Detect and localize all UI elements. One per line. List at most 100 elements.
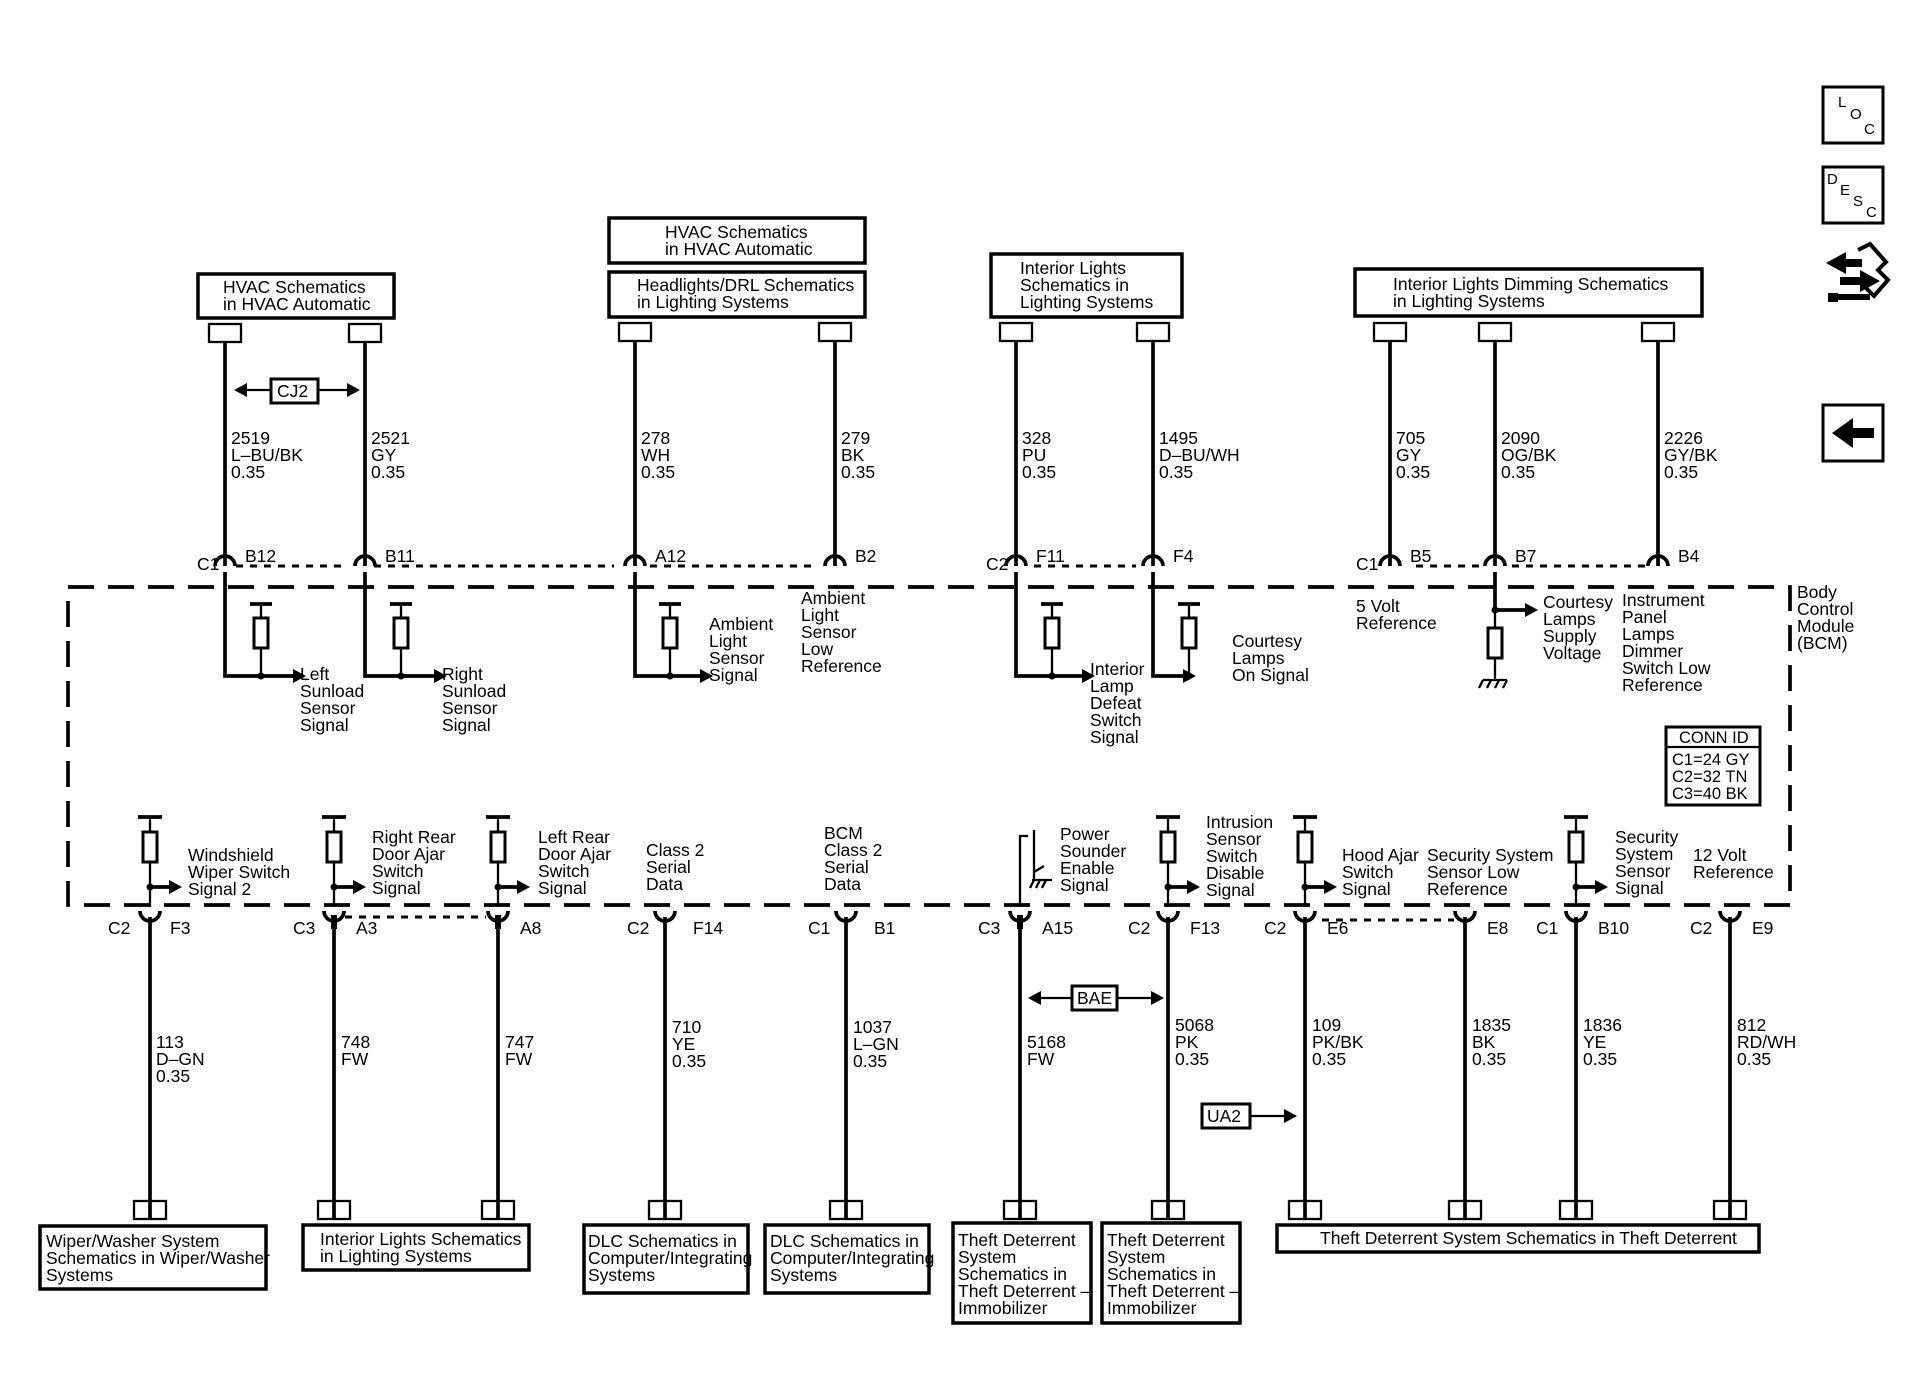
resistor bbox=[392, 616, 410, 650]
back-arrow-button[interactable] bbox=[1821, 403, 1885, 463]
dimming-box[interactable]: Interior Lights Dimming Schematics in Li… bbox=[1353, 267, 1704, 318]
signal-label: Signal bbox=[300, 715, 349, 735]
signal-label: Lamp bbox=[1090, 676, 1134, 696]
signal-label: Courtesy bbox=[1232, 631, 1302, 651]
wire-terminal bbox=[817, 321, 853, 343]
internal-wire bbox=[633, 572, 703, 678]
resistor bbox=[1486, 626, 1504, 660]
internal-wire bbox=[1014, 572, 1085, 678]
signal-label: Class 2 bbox=[824, 840, 882, 860]
junction-dot bbox=[257, 672, 265, 680]
circuit-number: 1836 bbox=[1583, 1015, 1622, 1035]
loc-button[interactable]: L O C bbox=[1821, 85, 1885, 145]
theft-immobilizer-box-1[interactable]: Theft Deterrent System Schematics in The… bbox=[951, 1221, 1093, 1325]
wire-color: GY bbox=[371, 445, 397, 465]
junction-dot bbox=[1301, 883, 1309, 891]
wiper-washer-box[interactable]: Wiper/Washer System Schematics in Wiper/… bbox=[38, 1224, 270, 1291]
wire-terminal bbox=[1640, 321, 1676, 343]
interior-lights-top-box[interactable]: Interior Lights Schematics in Lighting S… bbox=[989, 252, 1184, 319]
dlc-box-2[interactable]: DLC Schematics in Computer/Integrating S… bbox=[763, 1223, 934, 1295]
signal-label: Data bbox=[824, 874, 861, 894]
connector-pin bbox=[213, 554, 237, 567]
svg-text:HVAC Schematics: HVAC Schematics bbox=[223, 277, 366, 297]
svg-text:DLC Schematics in: DLC Schematics in bbox=[770, 1231, 919, 1251]
connector-pin bbox=[1483, 554, 1507, 567]
theft-immobilizer-box-2[interactable]: Theft Deterrent System Schematics in The… bbox=[1100, 1221, 1242, 1325]
pin-label: E8 bbox=[1487, 918, 1508, 938]
pin-label: F3 bbox=[170, 918, 190, 938]
junction-dot bbox=[1185, 672, 1193, 680]
svg-text:in HVAC Automatic: in HVAC Automatic bbox=[223, 294, 371, 314]
signal-label: Sensor bbox=[442, 698, 498, 718]
wire-gauge: 0.35 bbox=[1159, 462, 1193, 482]
signal-label: Signal bbox=[709, 665, 758, 685]
wire-terminal bbox=[480, 1199, 516, 1221]
pin-label: E9 bbox=[1752, 918, 1773, 938]
wire-color: GY/BK bbox=[1664, 445, 1718, 465]
wire-gauge: 0.35 bbox=[641, 462, 675, 482]
circuit-number: 2519 bbox=[231, 428, 270, 448]
desc-letter: C bbox=[1866, 204, 1877, 221]
wire-color: FW bbox=[341, 1049, 369, 1069]
circuit-number: 278 bbox=[641, 428, 670, 448]
hvac-left-box[interactable]: HVAC Schematics in HVAC Automatic bbox=[196, 272, 396, 320]
pin-label: E6 bbox=[1327, 918, 1348, 938]
wire-color: BK bbox=[841, 445, 865, 465]
wire-color: WH bbox=[641, 445, 670, 465]
signal-label: Light bbox=[709, 631, 747, 651]
circuit-number: 710 bbox=[672, 1017, 701, 1037]
signal-label: Windshield bbox=[188, 845, 274, 865]
wire-terminal bbox=[998, 321, 1034, 343]
loc-letter: C bbox=[1864, 121, 1875, 138]
signal-label: Defeat bbox=[1090, 693, 1142, 713]
signal-label: Light bbox=[801, 605, 839, 625]
module-label-line: (BCM) bbox=[1797, 633, 1848, 653]
wire-gauge: 0.35 bbox=[1737, 1049, 1771, 1069]
resistor bbox=[1567, 830, 1585, 864]
connector-pin bbox=[1004, 554, 1028, 567]
signal-label: Supply bbox=[1543, 626, 1597, 646]
wire-color: FW bbox=[505, 1049, 533, 1069]
signal-label: Sensor bbox=[1615, 861, 1671, 881]
wire-terminal bbox=[1447, 1199, 1483, 1221]
bae-tag: BAE bbox=[1028, 984, 1164, 1012]
signal-label: Door Ajar bbox=[372, 844, 445, 864]
signal-label: Sensor bbox=[300, 698, 356, 718]
signal-label: Switch bbox=[372, 861, 424, 881]
junction-dot bbox=[1164, 883, 1172, 891]
arrow-head bbox=[517, 880, 530, 894]
wire-gauge: 0.35 bbox=[672, 1051, 706, 1071]
svg-text:Schematics in: Schematics in bbox=[1107, 1264, 1216, 1284]
theft-deterrent-box[interactable]: Theft Deterrent System Schematics in The… bbox=[1275, 1223, 1761, 1254]
circuit-number: 279 bbox=[841, 428, 870, 448]
signal-label: Switch bbox=[538, 861, 590, 881]
wire-terminal bbox=[647, 1199, 683, 1221]
desc-letter: D bbox=[1827, 171, 1838, 188]
hvac-upper-box[interactable]: HVAC Schematics in HVAC Automatic bbox=[607, 216, 867, 265]
svg-text:HVAC Schematics: HVAC Schematics bbox=[665, 222, 808, 242]
desc-button[interactable]: D E S C bbox=[1821, 165, 1885, 225]
dlc-box-1[interactable]: DLC Schematics in Computer/Integrating S… bbox=[582, 1223, 752, 1295]
wire-terminal bbox=[347, 322, 383, 344]
connector-tool-icon[interactable] bbox=[1826, 241, 1891, 302]
wire-terminal bbox=[828, 1199, 864, 1221]
module-label-line: Module bbox=[1797, 616, 1854, 636]
headlights-drl-box[interactable]: Headlights/DRL Schematics in Lighting Sy… bbox=[607, 270, 867, 319]
ground-icon bbox=[1477, 678, 1509, 689]
signal-label: Signal bbox=[538, 878, 587, 898]
wire-terminal bbox=[1558, 1199, 1594, 1221]
internal-wire bbox=[223, 572, 296, 678]
signal-label: Security bbox=[1615, 827, 1678, 847]
connector-name: C1 bbox=[197, 554, 219, 574]
interior-lights-bottom-box[interactable]: Interior Lights Schematics in Lighting S… bbox=[301, 1223, 531, 1272]
arrow-head bbox=[169, 880, 182, 894]
signal-label: Lamps bbox=[1543, 609, 1596, 629]
svg-text:in Lighting Systems: in Lighting Systems bbox=[320, 1246, 472, 1266]
pin-label: B1 bbox=[874, 918, 895, 938]
svg-text:BAE: BAE bbox=[1077, 988, 1112, 1008]
